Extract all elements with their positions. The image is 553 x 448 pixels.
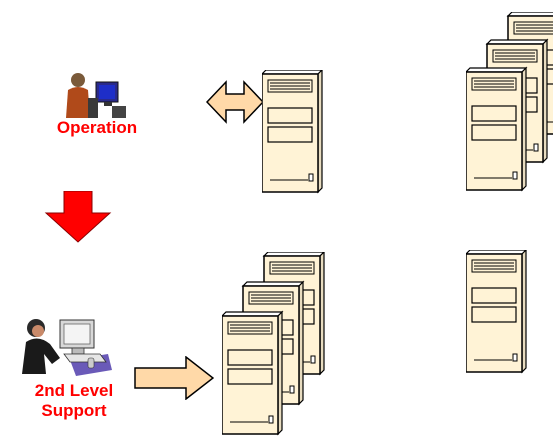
support-engineer-icon <box>20 314 112 376</box>
server-stack-bottom <box>221 251 326 440</box>
second-level-line1: 2nd Level <box>34 381 114 400</box>
server-stack-top-right <box>465 11 553 196</box>
second-level-line2: Support <box>41 401 107 420</box>
operation-label: Operation <box>56 118 138 137</box>
down-arrow-icon <box>44 190 112 243</box>
server-icon <box>261 69 324 194</box>
second-level-support-label: 2nd Level Support <box>14 381 134 421</box>
operator-icon <box>62 72 128 120</box>
right-arrow-icon <box>134 355 215 401</box>
server-icon-bottom-right <box>465 249 528 374</box>
double-arrow-icon <box>205 80 265 124</box>
